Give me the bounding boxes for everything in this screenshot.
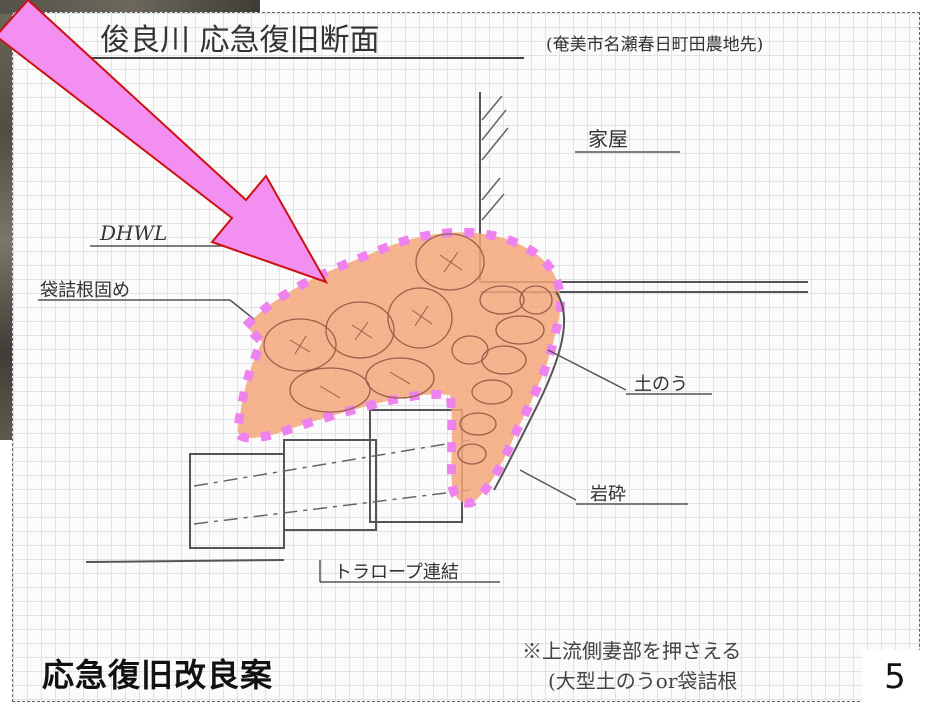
rock-leader bbox=[519, 469, 577, 501]
sandbag-sketch bbox=[263, 233, 553, 465]
note-line-1: ※上流側妻部を押さえる bbox=[522, 639, 742, 663]
hatch-marks bbox=[289, 251, 463, 399]
highlight-region bbox=[233, 227, 565, 508]
sandbag-leader bbox=[547, 349, 627, 391]
note-line-2: (大型土のうor袋詰根 bbox=[548, 669, 738, 693]
caption: 応急復旧改良案 bbox=[42, 656, 274, 694]
dhwl-label: DHWL bbox=[99, 221, 167, 245]
rope-label: トラロープ連結 bbox=[334, 562, 459, 583]
location-text: (奄美市名瀬春日町田農地先) bbox=[546, 35, 763, 55]
bag-foot-label: 袋詰根固め bbox=[40, 280, 130, 301]
note: ※上流側妻部を押さえる (大型土のうor袋詰根 bbox=[522, 636, 862, 696]
rock-label: 岩砕 bbox=[590, 484, 626, 505]
sandbag-label: 土のう bbox=[634, 374, 688, 395]
pointer-arrow bbox=[0, 0, 329, 284]
wall-hatching bbox=[481, 95, 509, 221]
bank-curve bbox=[493, 291, 566, 491]
drawing-title: 俊良川 応急復旧断面 bbox=[100, 23, 380, 58]
page-number: 5 bbox=[862, 650, 928, 704]
photo-strip-top bbox=[0, 0, 260, 14]
rope-lines bbox=[193, 439, 471, 525]
house-label: 家屋 bbox=[588, 127, 628, 151]
